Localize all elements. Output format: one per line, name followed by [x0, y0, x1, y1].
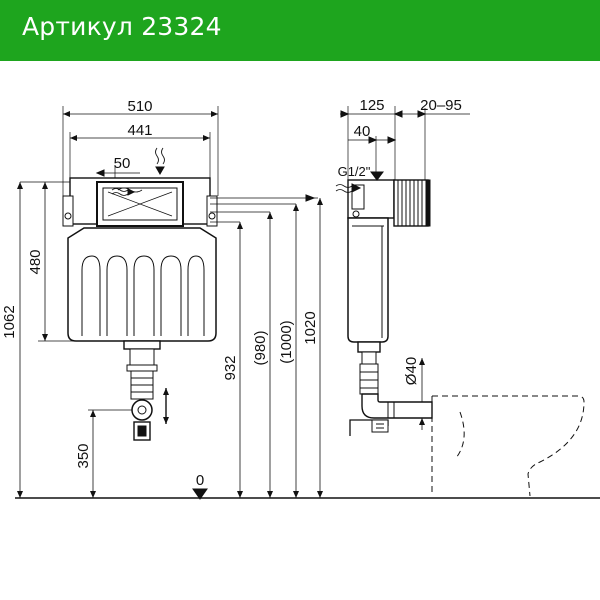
- dim-50: 50: [114, 155, 131, 172]
- dim-480: 480: [27, 249, 44, 274]
- dim-1000: (1000): [278, 320, 295, 363]
- article-title: Артикул 23324: [22, 12, 222, 41]
- front-dimension-labels: 510 441 50 480 1062 350 932 (980) (1000)…: [1, 98, 319, 489]
- dim-980: (980): [252, 330, 269, 365]
- dim-510: 510: [127, 98, 152, 115]
- technical-drawing: 510 441 50 480 1062 350 932 (980) (1000)…: [1, 97, 600, 500]
- floor-zero-marker: [192, 488, 208, 500]
- front-view: [15, 106, 600, 500]
- cistern-tank: [67, 227, 217, 342]
- dim-350: 350: [75, 443, 92, 468]
- side-dimension-labels: 125 20–95 40 G1/2" Ø40: [338, 97, 462, 385]
- cistern-side: [347, 217, 389, 343]
- dim-20-95: 20–95: [420, 97, 462, 114]
- header-bar: Артикул 23324: [0, 0, 600, 61]
- outlet-diameter-label: Ø40: [403, 357, 420, 385]
- dim-441: 441: [127, 122, 152, 139]
- dim-932: 932: [222, 355, 239, 380]
- dim-1020: 1020: [302, 311, 319, 344]
- toilet-outline: [431, 395, 585, 497]
- floor-zero-label: 0: [196, 472, 204, 489]
- side-view: [335, 106, 585, 497]
- dim-1062: 1062: [1, 305, 18, 338]
- inlet-thread-label: G1/2": [338, 164, 371, 179]
- dim-40: 40: [354, 123, 371, 140]
- wall-plate: [393, 179, 429, 227]
- dim-125: 125: [359, 97, 384, 114]
